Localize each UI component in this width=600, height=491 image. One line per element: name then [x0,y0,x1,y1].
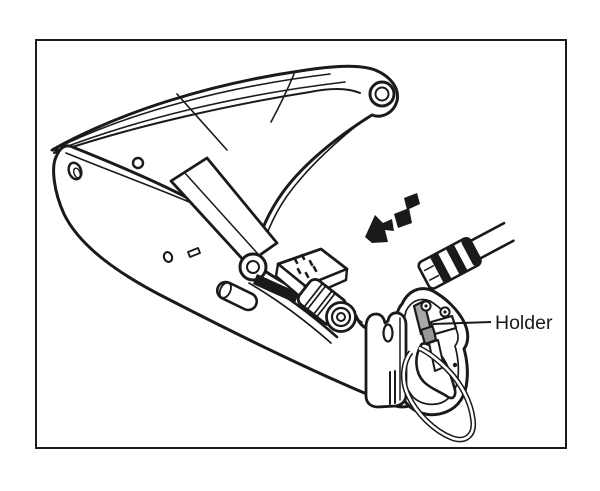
body-pin [131,156,145,170]
mounting-bracket [364,311,408,409]
insertion-arrow-icon [365,193,420,243]
holder-part [412,299,458,346]
body-hole [67,161,83,181]
holder-leader-line [432,321,492,325]
grip-seam-left [176,93,228,151]
wire-bail [400,345,477,443]
body-slot-mark [187,247,201,258]
cable-lines [469,221,515,260]
lock-peg [215,280,259,312]
holder-label: Holder [495,312,553,334]
die-block-markings [293,253,318,279]
head-dot [452,362,458,368]
crimp-tool [50,64,477,443]
coax-cable-connector [417,221,515,290]
compression-sleeve [296,278,357,333]
die-block-shadow [253,274,299,303]
body-small-hole [162,251,174,263]
compression-strut [169,156,279,282]
grip-seam-right [270,73,295,123]
